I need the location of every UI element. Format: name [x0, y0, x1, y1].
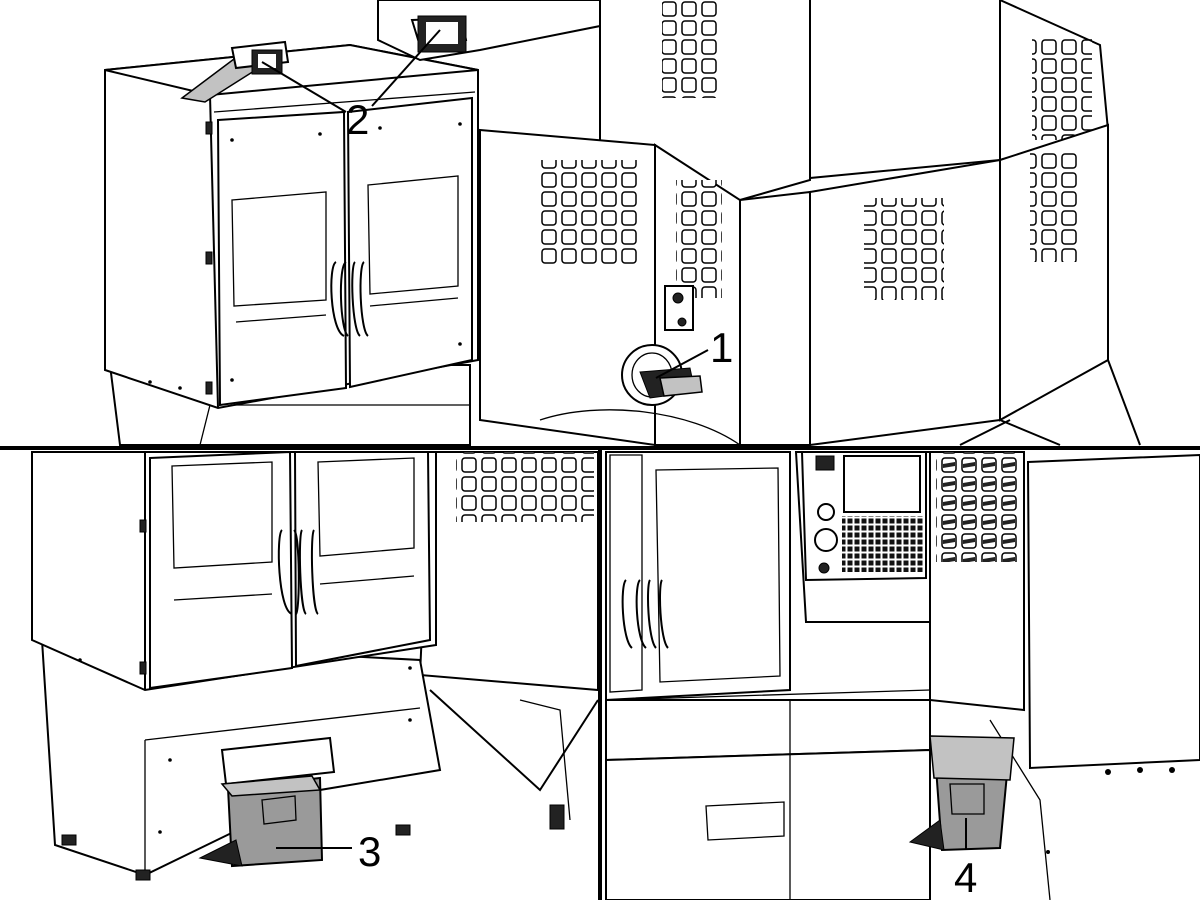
vent-grid: [1032, 36, 1092, 140]
callout-2: 2: [346, 96, 369, 143]
vent-grid: [936, 452, 1018, 562]
bottom-right-panel: [605, 451, 1200, 900]
callout-3: 3: [358, 828, 381, 875]
vent-grid: [1030, 150, 1078, 262]
chip-tub: [198, 775, 324, 868]
vent-grid: [456, 452, 594, 522]
chip-tub: [908, 735, 1015, 852]
vent-grid: [676, 180, 722, 298]
top-panel: [104, 0, 1141, 447]
callout-4: 4: [954, 854, 977, 900]
vent-grid: [540, 160, 638, 266]
vent-grid: [864, 198, 944, 300]
callout-1: 1: [710, 324, 733, 371]
leader-lines: [261, 29, 967, 850]
bottom-left-panel: [31, 450, 599, 881]
vent-grid: [662, 0, 720, 98]
